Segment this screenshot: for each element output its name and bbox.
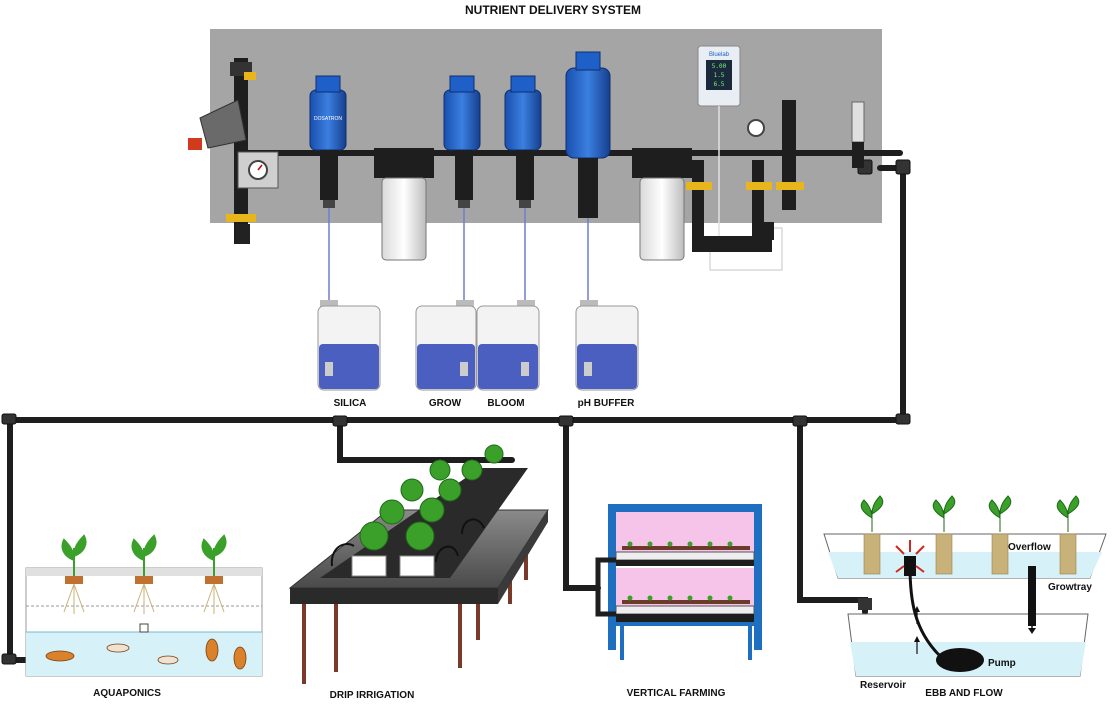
label-bloom: BLOOM [487, 398, 524, 409]
label-growtray: Growtray [1048, 582, 1092, 593]
flow-arrow-icon [895, 540, 925, 573]
label-pump: Pump [988, 658, 1016, 669]
inlet-assembly [188, 58, 279, 244]
label-reservoir: Reservoir [860, 680, 906, 691]
label-drip-irrigation: DRIP IRRIGATION [330, 690, 415, 701]
container-bloom [476, 300, 540, 391]
plant-icon [131, 534, 157, 614]
controller-reading-2: 1.5 [714, 72, 725, 79]
plant-icon [61, 534, 87, 614]
diagram-title: NUTRIENT DELIVERY SYSTEM [465, 3, 641, 17]
label-aquaponics: AQUAPONICS [93, 688, 161, 699]
aquaponics-system [25, 534, 263, 677]
pressure-gauge-2-icon [747, 119, 765, 137]
container-grow [415, 300, 477, 391]
ebb-flow-system [823, 495, 1107, 677]
cartridge-filter-1 [374, 148, 434, 261]
cartridge-filter-2 [632, 148, 692, 261]
fish-icon [45, 638, 247, 670]
label-grow: GROW [429, 398, 462, 409]
dosatron-silica: DOSATRON [309, 75, 347, 208]
controller-reading-1: 5.00 [712, 63, 727, 70]
container-silica [317, 300, 381, 391]
label-vertical-farming: VERTICAL FARMING [627, 688, 726, 699]
pump-icon [936, 648, 984, 672]
dosatron-ph-buffer [565, 51, 611, 218]
monitoring-controller: Bluelab 5.00 1.5 6.5 [697, 45, 741, 240]
label-silica: SILICA [334, 398, 367, 409]
dosatron-brand-label: DOSATRON [314, 116, 342, 122]
label-overflow: Overflow [1008, 542, 1051, 553]
dosatron-bloom [504, 75, 542, 208]
label-ph-buffer: pH BUFFER [578, 398, 635, 409]
plant-icon [860, 495, 1080, 532]
lettuce-plants [359, 444, 504, 551]
drip-irrigation-table [288, 444, 549, 684]
container-ph-buffer [575, 300, 639, 391]
pipe-fittings [1, 159, 911, 665]
dosatron-grow [443, 75, 481, 208]
controller-brand: Bluelab [709, 52, 730, 58]
vertical-farming-rack [595, 504, 762, 660]
controller-reading-3: 6.5 [714, 81, 725, 88]
label-ebb-and-flow: EBB AND FLOW [925, 688, 1003, 699]
plant-icon [201, 534, 227, 614]
sensor-manifold [686, 100, 865, 271]
